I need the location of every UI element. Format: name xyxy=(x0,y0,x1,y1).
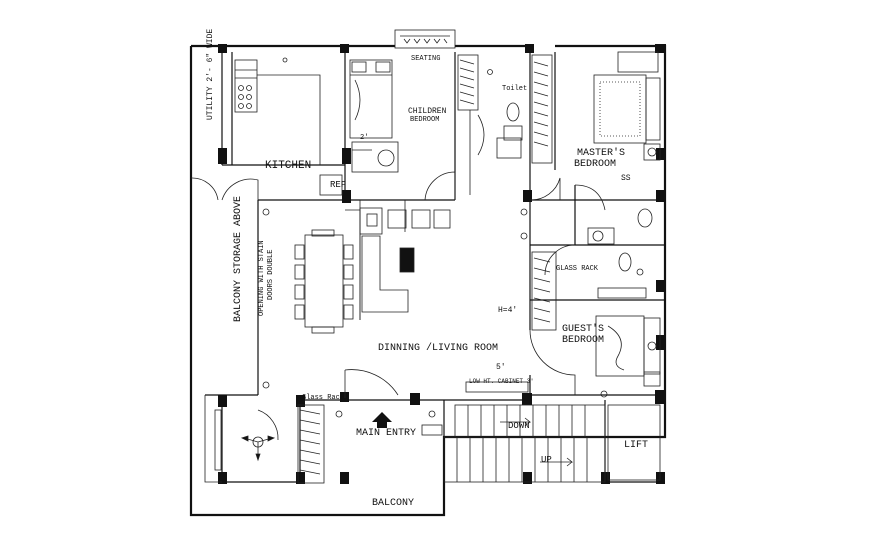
column xyxy=(218,44,227,53)
lift-label: LIFT xyxy=(624,440,648,451)
glass-rack-left-label: Glass Rack xyxy=(302,394,344,402)
column xyxy=(342,148,351,164)
guest-bedroom-label-2: BEDROOM xyxy=(562,335,604,346)
column xyxy=(525,44,534,53)
balcony-storage-label: BALCONY STORAGE ABOVE xyxy=(233,196,244,322)
column xyxy=(522,393,532,405)
main-entry-label: MAIN ENTRY xyxy=(356,428,416,439)
dining-living-label: DINNING /LIVING ROOM xyxy=(378,342,498,354)
utility-label: UTILITY 2'- 6" WIDE xyxy=(206,29,215,120)
column xyxy=(340,472,349,484)
left-balcony xyxy=(204,395,325,484)
column xyxy=(296,395,305,407)
children-bedroom-label-2: BEDROOM xyxy=(410,116,439,124)
seating-label: SEATING xyxy=(411,55,440,63)
low-cabinet-label: LOW HT. CABINET 3' xyxy=(469,378,534,385)
two-ft-label: 2' xyxy=(360,134,368,142)
misc-fixtures xyxy=(262,208,644,436)
column xyxy=(656,280,665,292)
column xyxy=(656,335,665,350)
glass-rack-right-label: GLASS RACK xyxy=(556,265,599,273)
wardrobe-bath-fixtures xyxy=(457,54,553,195)
balcony-bottom-label: BALCONY xyxy=(372,498,414,509)
down-label: DOWN xyxy=(508,421,530,431)
column xyxy=(656,148,665,160)
toilet-label: Toilet xyxy=(502,85,527,93)
column xyxy=(218,148,227,164)
column xyxy=(655,44,666,53)
guest-bedroom-label-1: GUEST'S xyxy=(562,323,604,335)
structural-columns xyxy=(218,44,666,484)
kitchen-label: KITCHEN xyxy=(265,160,311,172)
ss-label: SS xyxy=(621,174,631,183)
column xyxy=(342,190,351,203)
column xyxy=(656,472,665,484)
column xyxy=(523,472,532,484)
five-ft-label: 5' xyxy=(496,363,506,372)
kitchen-fixtures xyxy=(234,57,343,196)
lift-shaft xyxy=(607,404,661,481)
column xyxy=(410,393,420,405)
opening-label-1: OPENING WITH STAIN xyxy=(258,240,266,316)
master-bedroom-furniture xyxy=(574,51,661,245)
dining-living-furniture xyxy=(294,200,451,334)
column xyxy=(340,392,349,402)
column xyxy=(523,190,532,202)
children-bedroom-furniture xyxy=(349,59,399,173)
main-entry-arrow xyxy=(372,412,392,428)
master-bedroom-label-2: BEDROOM xyxy=(574,159,616,170)
ref-label: REF xyxy=(330,180,346,190)
up-label: UP xyxy=(541,455,552,465)
children-bedroom-label-1: CHILDREN xyxy=(408,107,447,116)
column xyxy=(296,472,305,484)
column xyxy=(218,395,227,407)
column xyxy=(218,472,227,484)
column xyxy=(655,390,666,404)
seating-window xyxy=(394,29,456,49)
master-bedroom-label-1: MASTER'S xyxy=(577,147,625,159)
column xyxy=(601,472,610,484)
opening-label-2: DOORS DOUBLE xyxy=(267,250,275,300)
height-label: H=4' xyxy=(498,306,517,315)
staircase xyxy=(443,404,606,483)
column xyxy=(340,44,349,53)
door-swings xyxy=(190,171,576,441)
column xyxy=(656,190,665,202)
guest-bedroom-furniture xyxy=(531,251,661,387)
